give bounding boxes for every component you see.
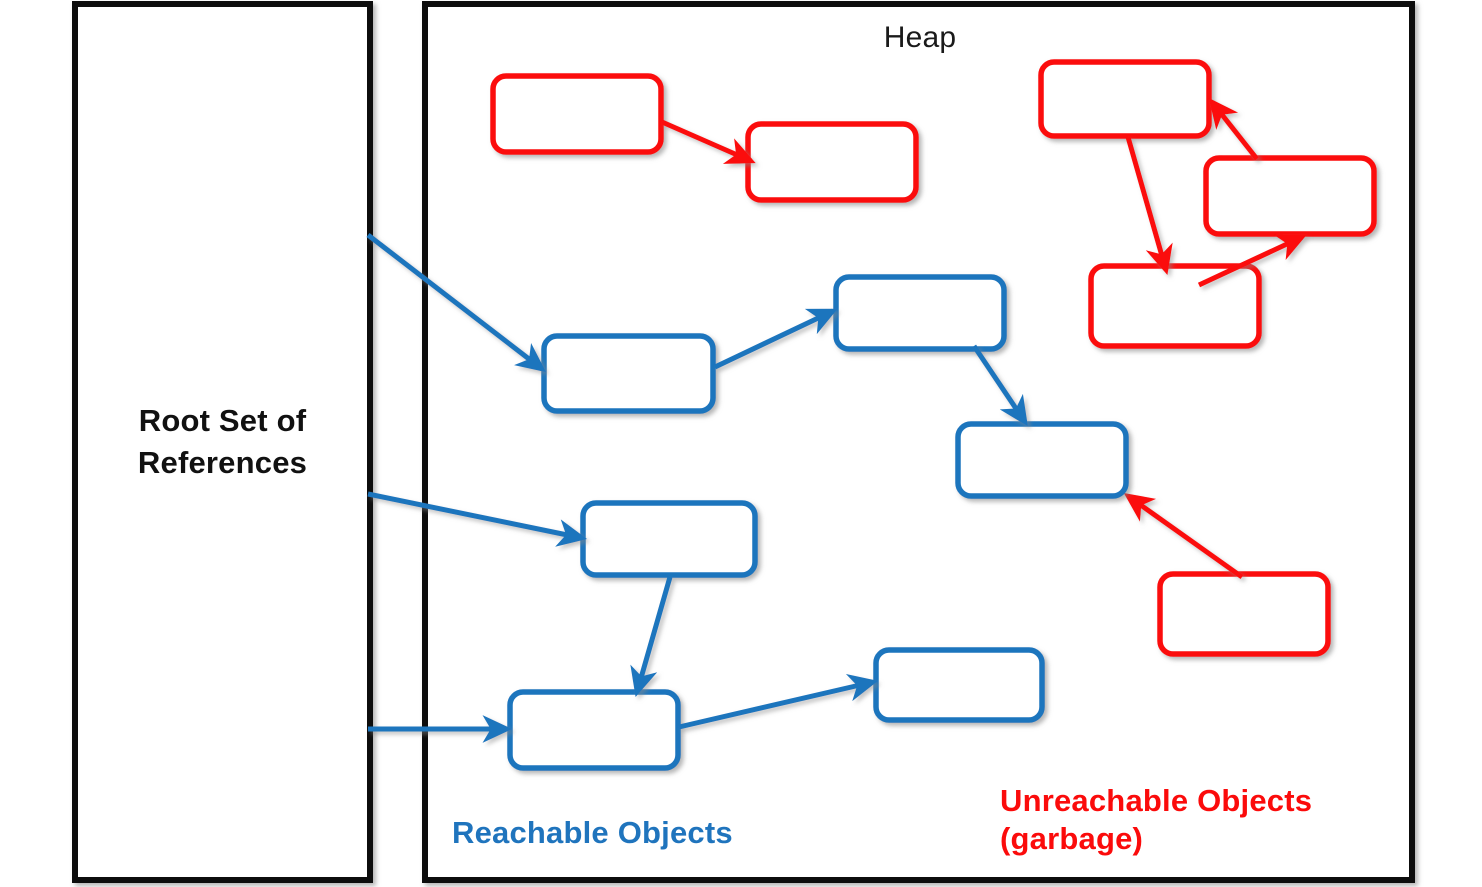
legend-unreachable-objects: Unreachable Objects (garbage) [1000,783,1313,856]
edge-r6-to-b3 [1123,493,1244,580]
root-set-label: Root Set of References [137,403,308,480]
unreachable-object-r1[interactable] [490,73,664,155]
edge-r5-to-r4 [1197,234,1307,288]
reachable-edges-group [366,233,1028,743]
edge-r1-to-r2 [660,119,756,164]
edge-b2-to-b3 [971,344,1028,427]
heap-title: Heap [883,21,957,54]
unreachable-object-r6[interactable] [1157,571,1331,657]
unreachable-object-r5[interactable] [1088,263,1262,349]
reachable-object-b3[interactable] [955,421,1129,499]
edge-rootset-to-b1 [366,233,547,373]
edge-b4-to-b5 [630,576,673,697]
reachable-object-b4[interactable] [580,500,758,578]
edge-b5-to-b6 [678,673,879,730]
reachable-object-b2[interactable] [833,274,1007,352]
unreachable-objects-group [490,59,1377,657]
reachable-object-b6[interactable] [873,647,1045,723]
root-set-panel [72,1,373,883]
reachable-object-b5[interactable] [507,689,681,771]
reachable-objects-group [507,274,1129,771]
unreachable-object-r3[interactable] [1038,59,1212,139]
unreachable-object-r2[interactable] [745,121,919,203]
edge-r4-to-r3 [1208,97,1259,161]
reachable-object-b1[interactable] [541,333,716,414]
unreachable-object-r4[interactable] [1203,155,1377,237]
edge-rootset-to-b4 [367,491,588,547]
unreachable-edges-group [660,97,1307,580]
edge-r3-to-r5 [1125,136,1173,275]
edge-b1-to-b2 [713,308,838,370]
legend-reachable-objects: Reachable Objects [452,815,733,850]
